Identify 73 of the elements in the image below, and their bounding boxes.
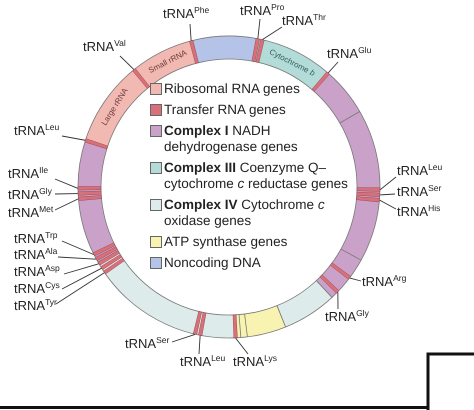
trna-gene-band: [193, 311, 202, 335]
leader-line: [54, 193, 78, 194]
trna-label: tRNA$^{Cys}$: [14, 281, 60, 295]
trna-gene-band: [100, 254, 122, 270]
leader-line: [190, 24, 192, 41]
trna-gene-band: [330, 262, 351, 280]
trna-label: tRNA$^{Trp}$: [14, 231, 58, 245]
leader-line: [172, 334, 196, 342]
trna-gene-band: [92, 242, 116, 256]
trna-label: tRNA$^{Leu}$: [397, 163, 442, 177]
leader-line: [257, 18, 260, 39]
trna-gene-band: [356, 192, 380, 197]
trna-gene-band: [232, 314, 238, 338]
trna-label: tRNA$^{Leu}$: [180, 354, 226, 368]
leader-line: [54, 178, 78, 189]
trna-label: tRNA$^{Gly}$: [325, 309, 369, 323]
trna-gene-band: [252, 38, 260, 62]
trna-label: tRNA$^{Pro}$: [240, 3, 284, 17]
trna-gene-band: [84, 138, 108, 150]
trna-gene-band: [356, 187, 380, 192]
trna-label: tRNA$^{Lys}$: [233, 354, 277, 368]
trna-gene-band: [356, 196, 380, 202]
leader-line: [62, 268, 102, 290]
trna-label: tRNA$^{Ser}$: [125, 336, 170, 350]
legend-text: Noncoding DNA: [164, 255, 261, 270]
trna-gene-band: [78, 195, 102, 201]
trna-label: tRNA$^{Arg}$: [362, 274, 406, 288]
trna-gene-band: [189, 40, 199, 64]
trna-gene-band: [78, 190, 102, 196]
leader-line: [262, 26, 282, 40]
trna-gene-band: [132, 68, 150, 89]
leader-line: [328, 62, 338, 74]
trna-gene-band: [320, 274, 340, 294]
leader-line: [64, 263, 100, 274]
trna-gene-band: [78, 186, 102, 190]
legend-text: Complex III Coenzyme Q–cytochrome c reductase genes: [164, 160, 348, 191]
trna-gene-band: [312, 72, 330, 92]
leader-line: [56, 272, 105, 304]
legend-text: Ribosomal RNA genes: [164, 81, 300, 96]
leader-line: [58, 256, 96, 260]
legend-text: ATP synthase genes: [164, 234, 288, 249]
leader-line: [54, 198, 79, 210]
trna-label: tRNA$^{His}$: [397, 204, 440, 218]
trna-label: tRNA$^{Glu}$: [327, 46, 372, 60]
trna-label: tRNA$^{Ile}$: [8, 166, 48, 180]
leader-line: [337, 292, 338, 310]
leader-line: [62, 240, 94, 255]
leader-line: [379, 200, 396, 210]
trna-label: tRNA$^{Ser}$: [397, 184, 442, 198]
trna-label: tRNA$^{Val}$: [83, 39, 126, 53]
leader-line: [380, 176, 396, 190]
trna-gene-band: [198, 312, 206, 336]
trna-label: tRNA$^{Ala}$: [14, 247, 58, 261]
trna-gene-band: [256, 39, 264, 63]
trna-label: tRNA$^{Asp}$: [14, 264, 60, 278]
trna-gene-band: [103, 258, 125, 274]
trna-label: tRNA$^{Leu}$: [14, 123, 60, 137]
legend-text: Complex I NADH dehydrogenase genes: [164, 123, 298, 154]
legend-text: Transfer RNA genes: [164, 102, 286, 117]
trna-gene-band: [95, 246, 118, 261]
trna-gene-band: [98, 250, 120, 266]
trna-label: tRNA$^{Tyr}$: [14, 298, 57, 312]
leader-line: [62, 136, 86, 141]
trna-label: tRNA$^{Met}$: [8, 205, 54, 219]
trna-label: tRNA$^{Gly}$: [8, 187, 52, 201]
leader-line: [380, 194, 396, 196]
leader-line: [349, 278, 362, 282]
leader-line: [235, 338, 248, 354]
trna-label: tRNA$^{Thr}$: [282, 13, 326, 27]
leader-line: [198, 335, 201, 354]
legend-text: Complex IV Cytochrome c oxidase genes: [164, 197, 325, 228]
leader-line: [120, 56, 134, 70]
trna-label: tRNA$^{Phe}$: [163, 6, 210, 20]
